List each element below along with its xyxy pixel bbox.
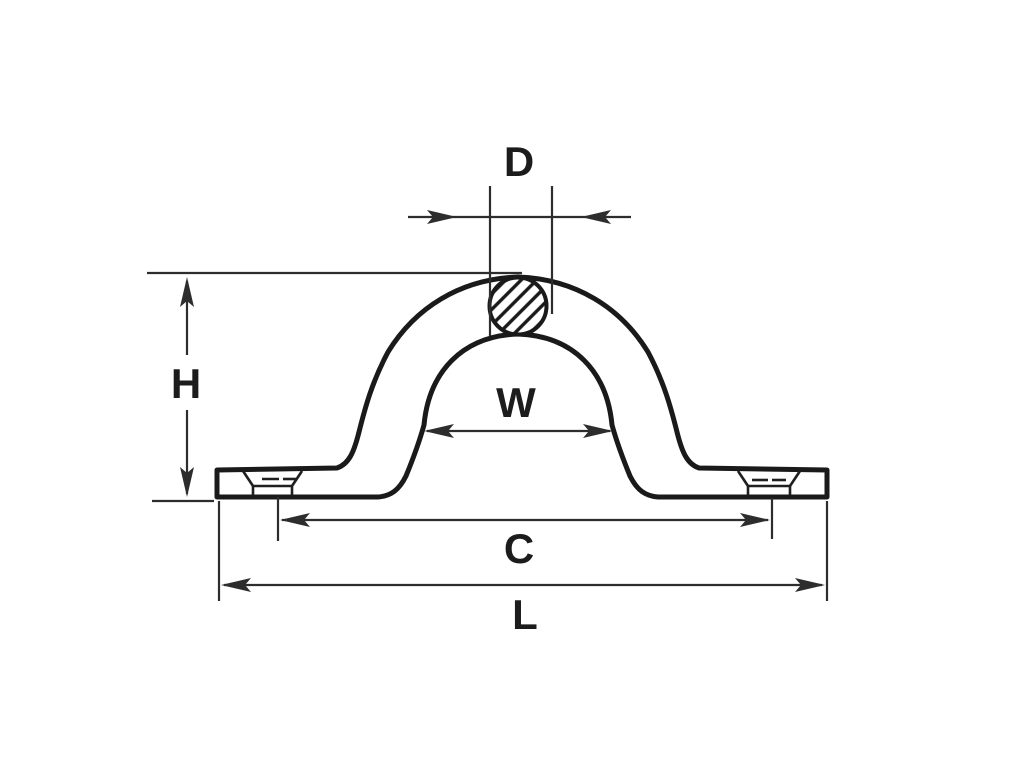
l-arrowhead-right [795, 578, 825, 592]
c-arrowhead-right [740, 513, 770, 527]
l-arrowhead-left [221, 578, 251, 592]
dimension-w [424, 424, 613, 438]
dimension-label-l: L [512, 590, 538, 638]
dimension-label-w: W [496, 378, 536, 426]
d-arrowhead-right [581, 210, 611, 224]
rod-cross-section [487, 275, 549, 337]
dimension-l [217, 501, 829, 601]
dimension-label-c: C [503, 524, 535, 572]
d-arrowhead-left [427, 210, 457, 224]
c-arrowhead-left [280, 513, 310, 527]
left-mounting-hole [241, 470, 304, 495]
w-arrowhead-right [583, 424, 613, 438]
w-arrowhead-left [424, 424, 454, 438]
h-arrowhead-down [180, 467, 194, 497]
dimension-d [408, 186, 631, 336]
strap-outline [214, 274, 830, 500]
right-mounting-hole [736, 470, 802, 495]
dimension-c [276, 497, 774, 541]
dimension-h [147, 271, 522, 503]
dimension-label-h: H [170, 359, 202, 407]
dimension-label-d: D [503, 137, 535, 185]
h-arrowhead-up [180, 277, 194, 307]
